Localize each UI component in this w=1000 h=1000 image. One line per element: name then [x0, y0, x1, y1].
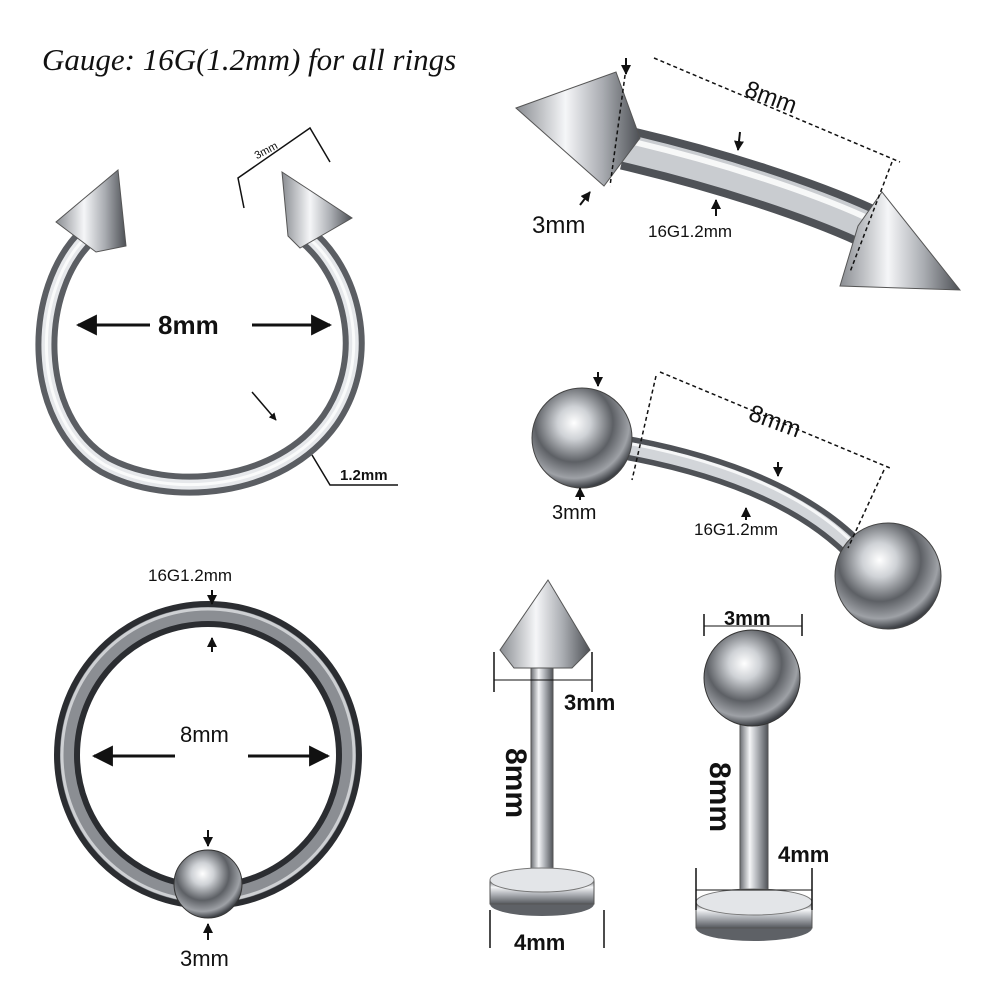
- spike-labret-dimensions: [489, 652, 605, 948]
- horseshoe-diameter-label: 8mm: [158, 310, 219, 340]
- spike-labret-disc-label: 4mm: [514, 930, 566, 955]
- captive-ring-diameter-label: 8mm: [180, 722, 229, 747]
- captive-ring-ball-label: 3mm: [180, 946, 229, 971]
- captive-ring-gauge-label: 16G1.2mm: [148, 566, 233, 585]
- ball-labret-ball-label: 3mm: [724, 608, 771, 630]
- curved-ball-left-ball: [531, 387, 633, 489]
- curved-spike-spike-label: 3mm: [532, 212, 586, 239]
- spike-labret-length-label: 8mm: [499, 747, 533, 819]
- curved-spike-gauge-label: 16G1.2mm: [648, 222, 733, 241]
- horseshoe-spike-dimension: [237, 126, 331, 209]
- ball-labret-length-label: 8mm: [703, 761, 737, 833]
- curved-spike-right-cone: [839, 191, 962, 291]
- curved-spike-length-dimension: [579, 57, 901, 273]
- curved-ball-gauge-label: 16G1.2mm: [694, 520, 779, 539]
- curved-ball-right-ball: [834, 522, 942, 630]
- curved-spike-left-cone: [515, 71, 641, 187]
- spike-labret: [489, 667, 595, 916]
- curved-ball-length-dimension: [575, 371, 891, 549]
- horseshoe-thickness-label: 1.2mm: [340, 467, 388, 484]
- horseshoe-left-spike: [55, 169, 127, 253]
- ball-labret: [695, 711, 813, 941]
- ball-labret-dimensions: [695, 614, 813, 910]
- ball-labret-ball: [703, 629, 801, 727]
- curved-ball-ball-label: 3mm: [552, 502, 597, 524]
- captive-ring-dimension-arrows: [91, 590, 331, 940]
- spike-labret-spike-label: 3mm: [564, 690, 616, 715]
- captive-bead-ball: [173, 849, 243, 919]
- spike-labret-cone: [499, 579, 591, 669]
- curved-ball-barbell: [608, 433, 869, 564]
- horseshoe-thickness-lines: [251, 391, 398, 486]
- gauge-title: Gauge: 16G(1.2mm) for all rings: [42, 42, 457, 77]
- ball-labret-disc-label: 4mm: [778, 842, 830, 867]
- horseshoe-ring: [35, 224, 365, 496]
- horseshoe-right-spike: [281, 171, 353, 249]
- curved-spike-barbell: [620, 126, 875, 246]
